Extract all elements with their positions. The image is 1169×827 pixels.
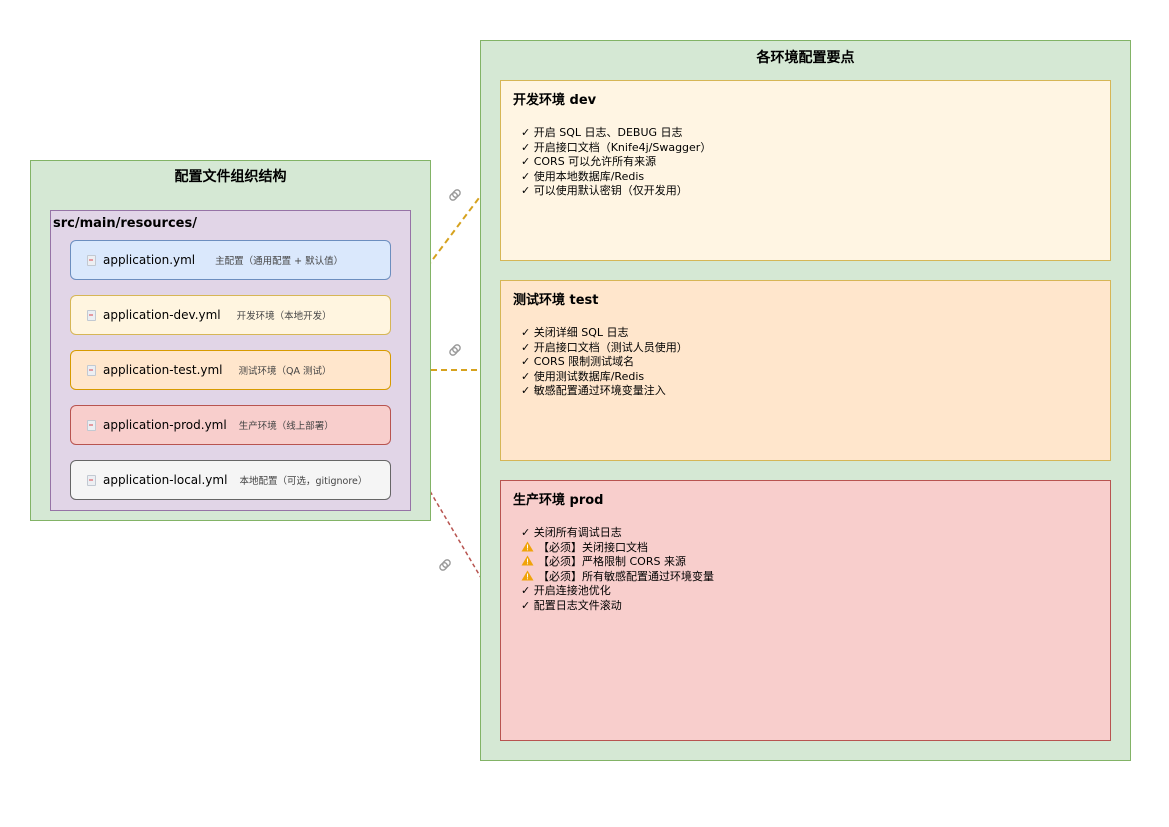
- list-item: ✓ 关闭详细 SQL 日志: [521, 326, 629, 339]
- list-item: ✓ 关闭所有调试日志: [521, 526, 622, 539]
- test-link-icon: [449, 344, 461, 356]
- list-item: ✓ 使用本地数据库/Redis: [521, 169, 645, 183]
- dev-link-icon: [449, 189, 461, 201]
- file-icon: [87, 310, 96, 321]
- env-dev-title: 开发环境 dev: [513, 93, 597, 108]
- list-item-text: 【必须】严格限制 CORS 来源: [538, 555, 686, 569]
- file-icon: [87, 255, 96, 266]
- env-prod-title: 生产环境 prod: [513, 493, 604, 508]
- list-item: ✓ 配置日志文件滚动: [521, 598, 622, 612]
- list-item: 【必须】所有敏感配置通过环境变量: [521, 570, 714, 585]
- env-test-list: ✓ 关闭详细 SQL 日志 ✓ 开启接口文档（测试人员使用） ✓ CORS 限制…: [521, 326, 688, 399]
- file-application[interactable]: application.yml 主配置（通用配置 + 默认值）: [70, 240, 391, 280]
- config-structure-title: 配置文件组织结构: [174, 169, 287, 185]
- file-desc: 测试环境（QA 测试）: [238, 366, 332, 377]
- env-prod-card: 生产环境 prod ✓ 关闭所有调试日志 【必须】关闭接口文档 【必须】严格限制…: [500, 480, 1111, 741]
- file-application-test[interactable]: application-test.yml 测试环境（QA 测试）: [70, 350, 391, 390]
- file-name: application-local.yml: [103, 473, 228, 487]
- list-item: ✓ 使用测试数据库/Redis: [521, 369, 645, 383]
- list-item-text: 【必须】所有敏感配置通过环境变量: [538, 569, 714, 583]
- env-dev-card: 开发环境 dev ✓ 开启 SQL 日志、DEBUG 日志 ✓ 开启接口文档（K…: [500, 80, 1111, 261]
- env-config-title: 各环境配置要点: [756, 50, 855, 66]
- warning-icon: [521, 555, 534, 566]
- list-item: 【必须】严格限制 CORS 来源: [521, 555, 714, 570]
- list-item: ✓ 开启连接池优化: [521, 584, 611, 598]
- warning-icon: [521, 570, 534, 581]
- resources-folder-label: src/main/resources/: [53, 216, 197, 231]
- file-icon: [87, 475, 96, 486]
- file-application-local[interactable]: application-local.yml 本地配置（可选，gitignore）: [70, 460, 391, 500]
- file-name: application-test.yml: [103, 363, 223, 377]
- env-test-title: 测试环境 test: [513, 293, 599, 308]
- file-name: application-dev.yml: [103, 308, 221, 322]
- env-test-card: 测试环境 test ✓ 关闭详细 SQL 日志 ✓ 开启接口文档（测试人员使用）…: [500, 280, 1111, 461]
- file-application-dev[interactable]: application-dev.yml 开发环境（本地开发）: [70, 295, 391, 335]
- list-item-text: 【必须】关闭接口文档: [538, 540, 648, 554]
- file-name: application.yml: [103, 253, 196, 267]
- list-item: ✓ CORS 可以允许所有来源: [521, 155, 657, 169]
- list-item: 【必须】关闭接口文档: [521, 541, 714, 556]
- list-item: ✓ 开启 SQL 日志、DEBUG 日志: [521, 126, 683, 139]
- list-item: ✓ 开启接口文档（测试人员使用）: [521, 340, 688, 354]
- file-icon: [87, 420, 96, 431]
- file-name: application-prod.yml: [103, 418, 227, 432]
- warning-icon: [521, 541, 534, 552]
- env-prod-list: ✓ 关闭所有调试日志 【必须】关闭接口文档 【必须】严格限制 CORS 来源 【…: [521, 526, 714, 614]
- list-item: ✓ 可以使用默认密钥（仅开发用）: [521, 184, 688, 198]
- file-application-prod[interactable]: application-prod.yml 生产环境（线上部署）: [70, 405, 391, 445]
- file-desc: 本地配置（可选，gitignore）: [239, 476, 368, 487]
- prod-link-icon: [439, 559, 451, 571]
- env-dev-list: ✓ 开启 SQL 日志、DEBUG 日志 ✓ 开启接口文档（Knife4j/Sw…: [521, 126, 711, 199]
- list-item: ✓ 开启接口文档（Knife4j/Swagger）: [521, 140, 712, 154]
- file-desc: 生产环境（线上部署）: [238, 421, 334, 432]
- file-desc: 开发环境（本地开发）: [236, 311, 332, 322]
- list-item: ✓ CORS 限制测试域名: [521, 355, 635, 369]
- file-icon: [87, 365, 96, 376]
- list-item: ✓ 敏感配置通过环境变量注入: [521, 384, 666, 398]
- file-desc: 主配置（通用配置 + 默认值）: [215, 256, 344, 267]
